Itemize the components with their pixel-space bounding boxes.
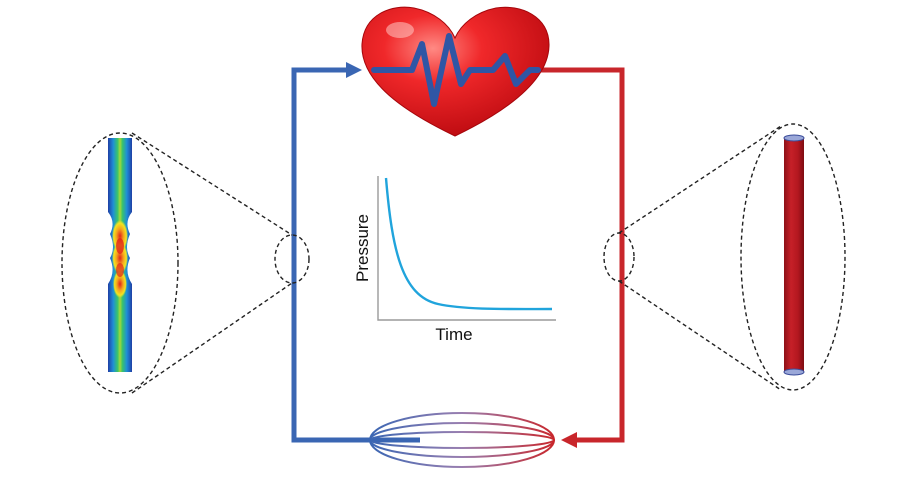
arrow-to-heart-icon: [346, 62, 362, 78]
arterial-outflow-path: [535, 67, 625, 448]
right-zoom-callout: [603, 123, 846, 391]
pressure-decay-curve: [384, 177, 553, 311]
stenosed-vessel-simulation: [108, 138, 132, 372]
heart-icon: [361, 6, 550, 137]
left-zoom-ellipse: [61, 132, 179, 394]
capillary-bed-icon: [369, 412, 555, 468]
left-zoom-callout: [61, 132, 310, 394]
venous-return-path: [291, 62, 420, 443]
heartbeat-ecg-icon: [371, 33, 541, 107]
right-zoom-circle: [603, 232, 635, 282]
plot-xlabel: Time: [435, 325, 472, 344]
healthy-vessel-cylinder: [783, 134, 805, 376]
plot-axes: [377, 176, 556, 321]
pressure-time-plot: Pressure Time: [353, 176, 556, 344]
left-zoom-circle: [274, 234, 310, 284]
plot-ylabel: Pressure: [353, 214, 372, 282]
arrow-to-capillaries-icon: [561, 432, 577, 448]
right-zoom-ellipse: [740, 123, 846, 391]
